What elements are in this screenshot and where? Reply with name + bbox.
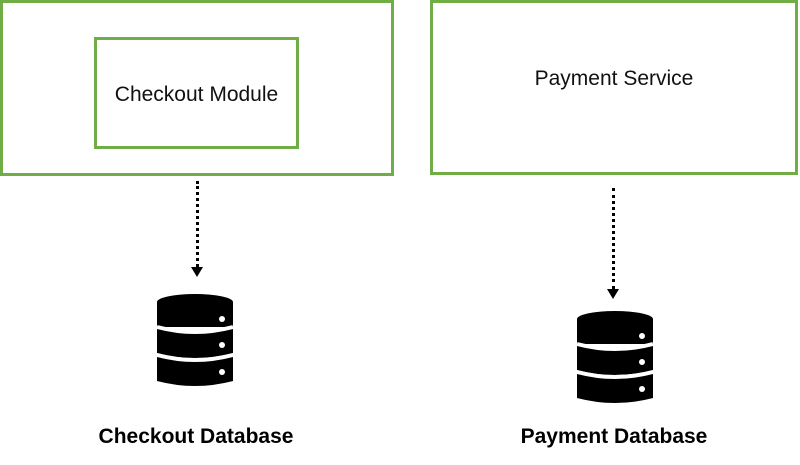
payment-to-db-arrow [607, 188, 619, 299]
payment-database-icon [576, 311, 654, 403]
checkout-module-box: Checkout Module [94, 37, 299, 149]
payment-database-caption: Payment Database [520, 425, 708, 448]
arrow-shaft [196, 181, 199, 267]
checkout-database-icon [156, 294, 234, 386]
checkout-module-label: Checkout Module [114, 83, 279, 106]
checkout-database-caption: Checkout Database [98, 425, 294, 448]
checkout-to-db-arrow [191, 181, 203, 277]
payment-service-box: Payment Service [430, 0, 798, 175]
arrow-shaft [612, 188, 615, 289]
arrow-head [607, 289, 619, 299]
arrow-head [191, 267, 203, 277]
payment-service-label: Payment Service [534, 67, 694, 90]
